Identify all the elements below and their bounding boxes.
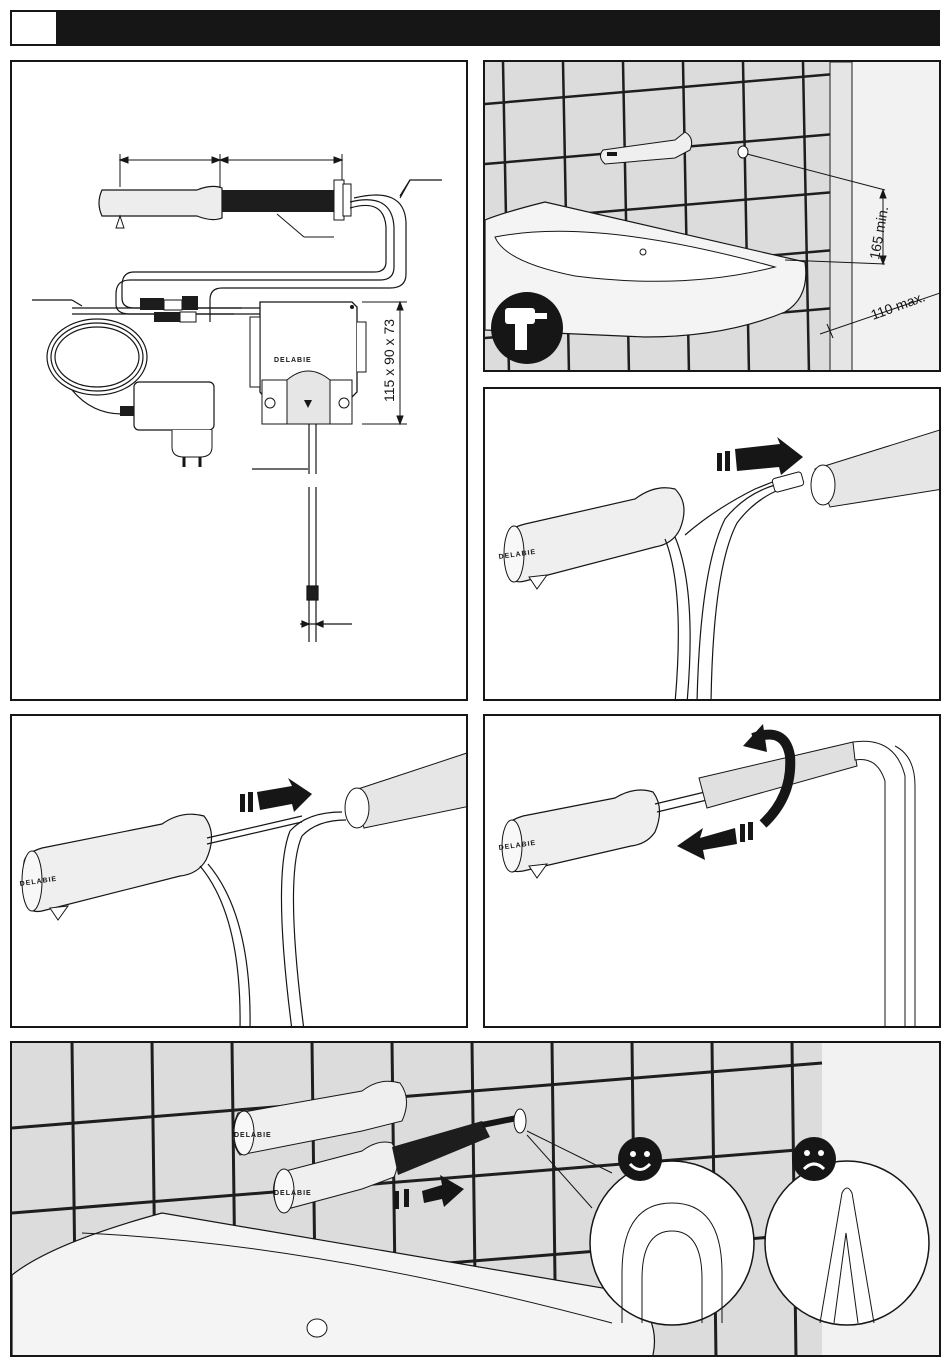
control-box: DELABIE (250, 302, 366, 424)
cables (200, 812, 346, 1028)
push-arrow-icon (240, 778, 312, 812)
spout-dimension-lines (120, 154, 342, 187)
screw-icon (265, 398, 275, 408)
wall-drilling-drawing: 165 min. 110 max. (485, 62, 941, 372)
leader-line (277, 214, 304, 237)
smiley-sad-icon (792, 1137, 836, 1181)
connect-hose-drawing: DELABIE (485, 389, 941, 701)
hose-connector (772, 471, 805, 492)
good-bend-detail (590, 1161, 754, 1325)
wall-hole (738, 146, 748, 158)
drill-icon (491, 292, 563, 364)
step-number-box (10, 10, 58, 46)
page-header-bar (10, 10, 940, 46)
panel-screw-tube: DELABIE (483, 714, 941, 1028)
sensor-spout: DELABIE (498, 790, 659, 878)
hose-connector (307, 586, 318, 600)
panel-final-install: DELABIE DELABIE (10, 1041, 941, 1357)
bad-bend-detail (765, 1161, 929, 1325)
threaded-tube (345, 752, 468, 828)
threaded-rod (222, 190, 350, 212)
panel-connect-hose: DELABIE (483, 387, 941, 701)
smiley-happy-icon (618, 1137, 662, 1181)
panel-parts-overview: DELABIE 115 x 90 x 73 (10, 60, 468, 701)
pull-arrow-icon (677, 822, 753, 860)
connectors (72, 296, 262, 322)
power-adapter (120, 382, 214, 467)
water-hose (252, 424, 352, 642)
sensor-spout: DELABIE (19, 814, 211, 920)
push-arrow-icon (717, 437, 803, 475)
rod (655, 792, 707, 812)
spout-brand-top: DELABIE (234, 1132, 272, 1139)
panel-insert-tube: DELABIE (10, 714, 468, 1028)
screw-tube-drawing: DELABIE (485, 716, 941, 1028)
power-cable-coil (32, 300, 147, 414)
final-install-drawing: DELABIE DELABIE (12, 1043, 941, 1357)
spout-body (99, 180, 351, 237)
spout-brand-bottom: DELABIE (274, 1190, 312, 1197)
threaded-tube (699, 741, 915, 1028)
parts-overview-drawing: DELABIE 115 x 90 x 73 (12, 62, 468, 701)
screw-icon (339, 398, 349, 408)
box-dimensions-label: 115 x 90 x 73 (381, 319, 397, 402)
control-box-brand: DELABIE (274, 357, 312, 364)
panel-wall-drilling: 165 min. 110 max. (483, 60, 941, 372)
sensor-spout: DELABIE (498, 488, 684, 589)
insert-tube-drawing: DELABIE (12, 716, 468, 1028)
threaded-tube (811, 429, 941, 507)
